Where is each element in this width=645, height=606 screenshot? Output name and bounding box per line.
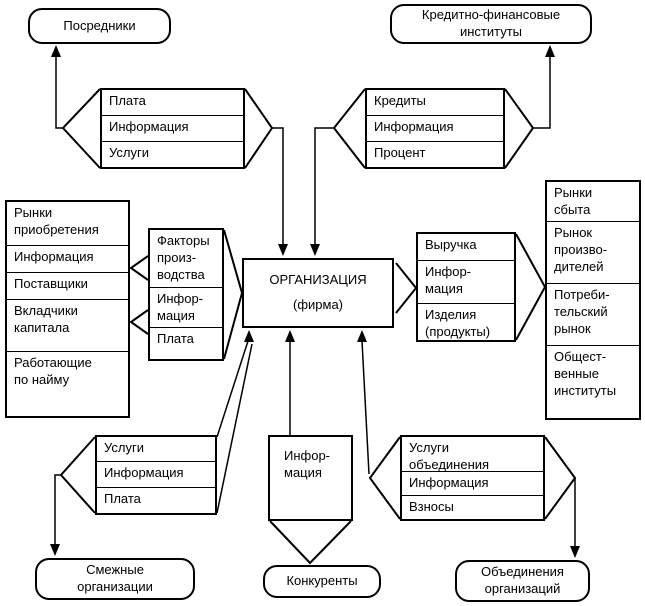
table-title: Рынки приобретения [7,202,128,246]
tip-pay-ribbon-left [61,88,101,169]
ribbon-row: Изделия (продукты) [425,307,491,339]
line-services-to-org-b [216,343,253,514]
ribbon-row: Инфор- мация [418,261,514,304]
ribbon-pay-info-services: Плата Информация Услуги [100,88,245,169]
tip-union-ribbon-left [368,436,401,520]
ribbon-row: Взносы [409,499,454,514]
table-title: Рынки сбыта [547,182,639,222]
arrowhead-down-associations [570,546,580,558]
ribbon-row: Информация [97,462,215,488]
tip-org-to-revenue [395,262,418,314]
arrowhead-up-org-from-services [244,330,254,342]
tip-services-ribbon-left [59,436,96,514]
line-to-adjacent-orgs [54,474,61,546]
table-row: Поставщики [7,273,128,300]
line-to-credit-institutions [533,57,551,129]
node-info-center: Инфор- мация [268,435,353,521]
ribbon-row: Кредиты [367,90,503,116]
tip-pay-ribbon-right [244,88,274,169]
ribbon-row: Процент [374,145,426,160]
table-sales-markets: Рынки сбыта Рынок произво- дителей Потре… [545,180,641,420]
line-to-intermediaries [55,57,63,129]
node-adjacent-orgs: Смежные организации [35,558,195,600]
table-row: Общест- венные институты [554,349,617,398]
ribbon-revenue: Выручка Инфор- мация Изделия (продукты) [416,232,516,342]
line-credit-to-org [314,127,334,246]
big-arrow-to-competitors [269,520,352,565]
ribbon-row: Плата [104,491,141,506]
arrowhead-down-org-left [278,244,288,256]
ribbon-row: Плата [102,90,243,116]
node-credit-institutions: Кредитно-финансовые институты [390,4,592,44]
ribbon-row: Выручка [418,234,514,261]
arrowhead-down-org-right [310,244,320,256]
tip-credit-ribbon-right [504,88,535,169]
tip-factors-to-org [223,229,244,360]
table-row: Рынок произво- дителей [547,222,639,284]
node-intermediaries: Посредники [28,8,171,44]
table-row: Информация [7,246,128,273]
chevron-factors-to-acquisition-2 [129,309,149,335]
ribbon-row: Услуги объединения [402,437,543,472]
arrowhead-up-org-from-union [357,330,367,342]
ribbon-credits-info-percent: Кредиты Информация Процент [365,88,505,169]
node-organization: ОРГАНИЗАЦИЯ (фирма) [242,258,394,328]
ribbon-row: Плата [157,331,194,346]
table-row: Потреби- тельский рынок [547,284,639,346]
table-row: Работающие по найму [14,355,92,387]
table-acquisition-markets: Рынки приобретения Информация Поставщики… [5,200,130,418]
ribbon-services-info-pay: Услуги Информация Плата [95,435,217,515]
line-pay-to-org [272,127,284,246]
chevron-factors-to-acquisition-1 [129,255,149,281]
line-union-to-org [361,340,370,475]
tip-union-ribbon-right [544,436,577,520]
ribbon-production-factors: Факторы произ- водства Инфор- мация Плат… [148,228,224,361]
node-competitors: Конкуренты [263,565,381,598]
tip-revenue-to-sales [515,233,547,341]
arrowhead-up-org-from-info [285,330,295,342]
arrowhead-up-credit-institutions [545,45,555,57]
ribbon-row: Информация [367,116,503,142]
ribbon-row: Инфор- мация [150,288,222,328]
tip-credit-ribbon-left [332,88,366,169]
ribbon-row: Факторы произ- водства [150,230,222,288]
node-org-associations: Объединения организаций [455,560,590,602]
ribbon-row: Информация [402,472,543,496]
table-row: Вкладчики капитала [7,300,128,352]
ribbon-row: Услуги [97,437,215,462]
arrowhead-down-adjacent [50,544,60,556]
arrowhead-up-intermediaries [51,45,61,57]
ribbon-row: Информация [102,116,243,142]
ribbon-union-services: Услуги объединения Информация Взносы [400,435,545,521]
ribbon-row: Услуги [109,145,149,160]
